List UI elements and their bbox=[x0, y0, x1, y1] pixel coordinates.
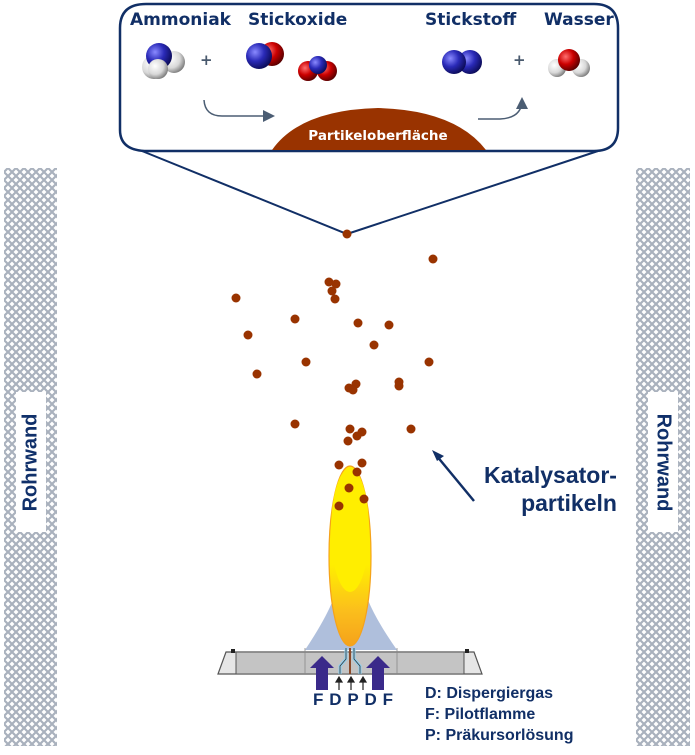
capillary bbox=[338, 648, 362, 674]
catalyst-particle bbox=[406, 424, 416, 434]
catalyst-particle bbox=[345, 424, 355, 434]
catalyst-particle bbox=[231, 293, 241, 303]
catalyst-particle bbox=[301, 357, 311, 367]
catalyst-particle bbox=[290, 314, 300, 324]
left-wall-label: Rohrwand bbox=[19, 413, 42, 511]
callout-box bbox=[118, 2, 620, 153]
catalyst-particle bbox=[324, 277, 334, 287]
port-letter: D bbox=[364, 690, 377, 709]
catalyst-particle bbox=[343, 436, 353, 446]
catalyst-particles bbox=[231, 229, 438, 511]
right-wall-label: Rohrwand bbox=[652, 413, 675, 511]
catalyst-particle bbox=[334, 460, 344, 470]
catalyst-particle bbox=[334, 501, 344, 511]
catalyst-particle bbox=[369, 340, 379, 350]
particle-surface-dome bbox=[272, 108, 486, 150]
reaction-arrow-in bbox=[203, 99, 275, 122]
catalyst-particle bbox=[359, 494, 369, 504]
catalyst-particles-label: Katalysator- partikeln bbox=[484, 461, 617, 517]
label-stickstoff: Stickstoff bbox=[425, 10, 517, 30]
nitric-oxide-molecule-icon bbox=[246, 42, 284, 69]
callout-pointer-lines bbox=[141, 150, 599, 236]
burner-port-letters: F D P D F bbox=[313, 690, 393, 710]
port-letter: D bbox=[329, 690, 342, 709]
legend-item-praekursorloesung: P: Präkursorlösung bbox=[425, 727, 574, 744]
catalyst-particle bbox=[394, 381, 404, 391]
nitrogen-dioxide-molecule-icon bbox=[298, 56, 337, 81]
right-wall-label-box: Rohrwand bbox=[648, 392, 678, 532]
catalyst-label-line-2: partikeln bbox=[521, 490, 617, 516]
legend-item-pilotflamme: F: Pilotflamme bbox=[425, 706, 536, 723]
left-wall-label-box: Rohrwand bbox=[16, 392, 46, 532]
catalyst-particle bbox=[331, 279, 341, 289]
catalyst-label-line-1: Katalysator- bbox=[484, 462, 617, 488]
catalyst-particle bbox=[344, 483, 354, 493]
catalyst-particle bbox=[428, 254, 438, 264]
reaction-arrow-out bbox=[478, 97, 528, 120]
catalyst-particle bbox=[290, 419, 300, 429]
catalyst-particle bbox=[384, 320, 394, 330]
legend-item-dispergiergas: D: Dispergiergas bbox=[425, 685, 554, 702]
water-molecule-icon bbox=[548, 49, 590, 77]
catalyst-particle bbox=[348, 385, 358, 395]
label-ammoniak: Ammoniak bbox=[130, 10, 231, 30]
catalyst-particle bbox=[243, 330, 253, 340]
catalyst-pointer-arrow bbox=[435, 454, 475, 502]
label-wasser: Wasser bbox=[544, 10, 614, 30]
catalyst-particle bbox=[352, 467, 362, 477]
catalyst-particle bbox=[330, 294, 340, 304]
ammonia-molecule-icon bbox=[142, 43, 185, 79]
catalyst-particle bbox=[342, 229, 352, 239]
port-letter: P bbox=[347, 690, 359, 709]
catalyst-particle bbox=[252, 369, 262, 379]
plus-sign-reactants: + bbox=[200, 51, 213, 69]
legend: D: Dispergiergas F: Pilotflamme P: Präku… bbox=[425, 683, 573, 746]
catalyst-particle bbox=[424, 357, 434, 367]
particle-surface-label: Partikeloberfläche bbox=[308, 128, 448, 144]
nitrogen-molecule-icon bbox=[442, 50, 482, 74]
catalyst-particle bbox=[352, 431, 362, 441]
dispersion-precursor-arrows bbox=[334, 675, 368, 690]
catalyst-pointer-arrowhead bbox=[432, 450, 444, 461]
catalyst-particle bbox=[353, 318, 363, 328]
catalyst-particle bbox=[357, 458, 367, 468]
plus-sign-products: + bbox=[513, 51, 526, 69]
catalyst-particle bbox=[327, 286, 337, 296]
port-letter: F bbox=[382, 690, 393, 709]
port-letter: F bbox=[313, 690, 324, 709]
pilot-flame-arrow-left bbox=[310, 656, 334, 690]
pilot-flame-arrow-right bbox=[366, 656, 390, 690]
label-stickoxide: Stickoxide bbox=[248, 10, 348, 30]
